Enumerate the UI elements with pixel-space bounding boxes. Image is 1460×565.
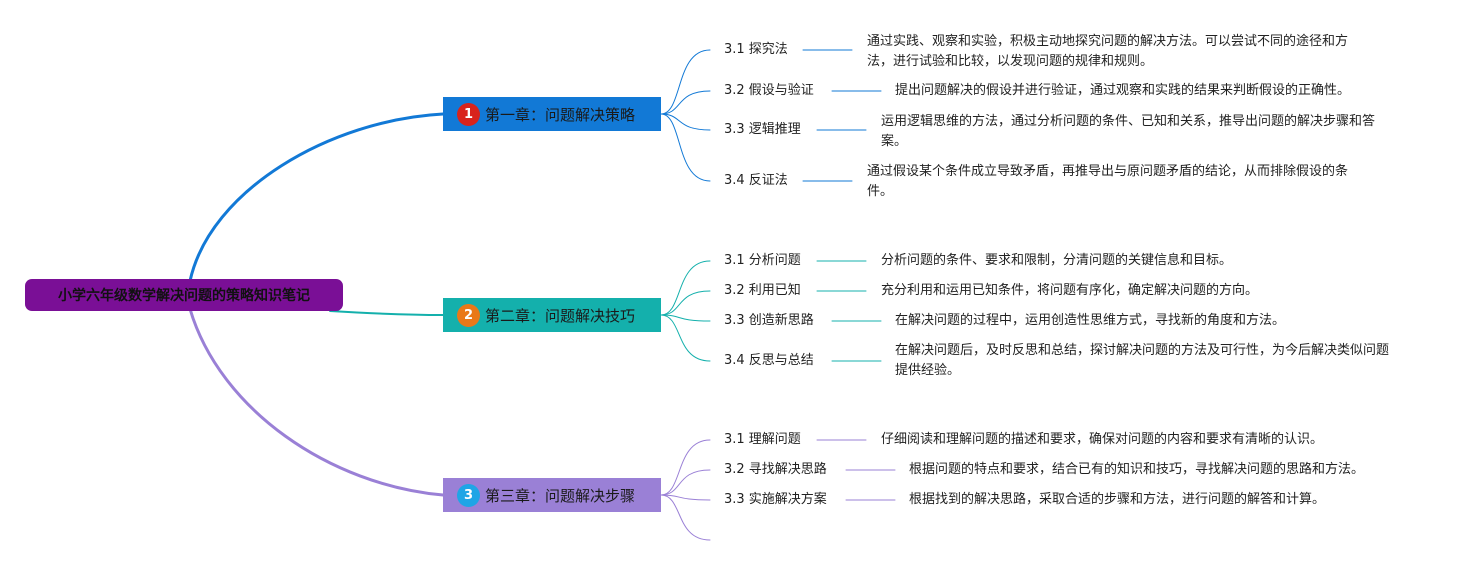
chapter-node-3[interactable]: 3 第三章：问题解决步骤 bbox=[443, 478, 661, 512]
topic-label[interactable]: 3.1 分析问题 bbox=[724, 253, 801, 268]
branch-line-1-3 bbox=[660, 113, 711, 131]
badge-3-icon: 3 bbox=[457, 483, 480, 507]
topic-label[interactable]: 3.2 寻找解决思路 bbox=[724, 462, 827, 477]
branch-line-1-2 bbox=[660, 90, 711, 115]
branch-line-3-1 bbox=[660, 439, 711, 496]
topic-description: 根据问题的特点和要求，结合已有的知识和技巧，寻找解决问题的思路和方法。 bbox=[909, 462, 1365, 477]
topic-description: 通过实践、观察和实验，积极主动地探究问题的解决方法。可以尝试不同的途径和方法，进… bbox=[867, 34, 1349, 69]
branch-line-3-2 bbox=[660, 469, 711, 496]
topic-label[interactable]: 3.3 创造新思路 bbox=[724, 313, 814, 328]
topic-description: 仔细阅读和理解问题的描述和要求，确保对问题的内容和要求有清晰的认识。 bbox=[881, 432, 1324, 447]
topic-description: 在解决问题的过程中，运用创造性思维方式，寻找新的角度和方法。 bbox=[895, 313, 1286, 328]
badge-1-icon: 1 bbox=[457, 102, 480, 126]
branch-line-3-4 bbox=[660, 494, 711, 541]
topic-description: 在解决问题后，及时反思和总结，探讨解决问题的方法及可行性，为今后解决类似问题提供… bbox=[895, 343, 1390, 378]
root-node[interactable]: 小学六年级数学解决问题的策略知识笔记 bbox=[25, 279, 343, 311]
topic-description: 根据找到的解决思路，采取合适的步骤和方法，进行问题的解答和计算。 bbox=[909, 492, 1326, 507]
branch-line-2-4 bbox=[660, 314, 711, 362]
badge-2-icon: 2 bbox=[457, 303, 480, 327]
topic-description: 分析问题的条件、要求和限制，分清问题的关键信息和目标。 bbox=[881, 253, 1233, 268]
topic-label[interactable]: 3.3 实施解决方案 bbox=[724, 492, 827, 507]
topic-label[interactable]: 3.2 利用已知 bbox=[724, 283, 801, 298]
chapter-title-1: 第一章：问题解决策略 bbox=[485, 105, 636, 124]
topic-label[interactable]: 3.4 反思与总结 bbox=[724, 353, 814, 368]
root-to-chapter-3-line bbox=[188, 307, 445, 497]
chapter-node-2[interactable]: 2 第二章：问题解决技巧 bbox=[443, 298, 661, 332]
branch-line-1-4 bbox=[660, 113, 711, 182]
branch-line-3-3 bbox=[660, 494, 711, 501]
branch-line-1-1 bbox=[660, 49, 711, 115]
topic-label[interactable]: 3.2 假设与验证 bbox=[724, 83, 814, 98]
chapter-title-2: 第二章：问题解决技巧 bbox=[485, 306, 636, 325]
root-to-chapter-1-line bbox=[188, 112, 445, 283]
root-title: 小学六年级数学解决问题的策略知识笔记 bbox=[58, 288, 310, 304]
branch-line-2-2 bbox=[660, 290, 711, 316]
topic-description: 充分利用和运用已知条件，将问题有序化，确定解决问题的方向。 bbox=[881, 283, 1259, 298]
chapter-title-3: 第三章：问题解决步骤 bbox=[485, 486, 636, 505]
topic-description: 通过假设某个条件成立导致矛盾，再推导出与原问题矛盾的结论，从而排除假设的条件。 bbox=[867, 164, 1349, 199]
branch-line-2-1 bbox=[660, 260, 711, 316]
topic-description: 提出问题解决的假设并进行验证，通过观察和实践的结果来判断假设的正确性。 bbox=[895, 83, 1351, 98]
topic-label[interactable]: 3.4 反证法 bbox=[724, 173, 788, 188]
topic-description: 运用逻辑思维的方法，通过分析问题的条件、已知和关系，推导出问题的解决步骤和答案。 bbox=[881, 114, 1376, 149]
branch-line-2-3 bbox=[660, 314, 711, 322]
topic-label[interactable]: 3.1 理解问题 bbox=[724, 432, 801, 447]
topic-label[interactable]: 3.1 探究法 bbox=[724, 42, 788, 57]
chapter-node-1[interactable]: 1 第一章：问题解决策略 bbox=[443, 97, 661, 131]
root-to-chapter-2-line bbox=[329, 310, 444, 316]
topic-label[interactable]: 3.3 逻辑推理 bbox=[724, 122, 801, 137]
